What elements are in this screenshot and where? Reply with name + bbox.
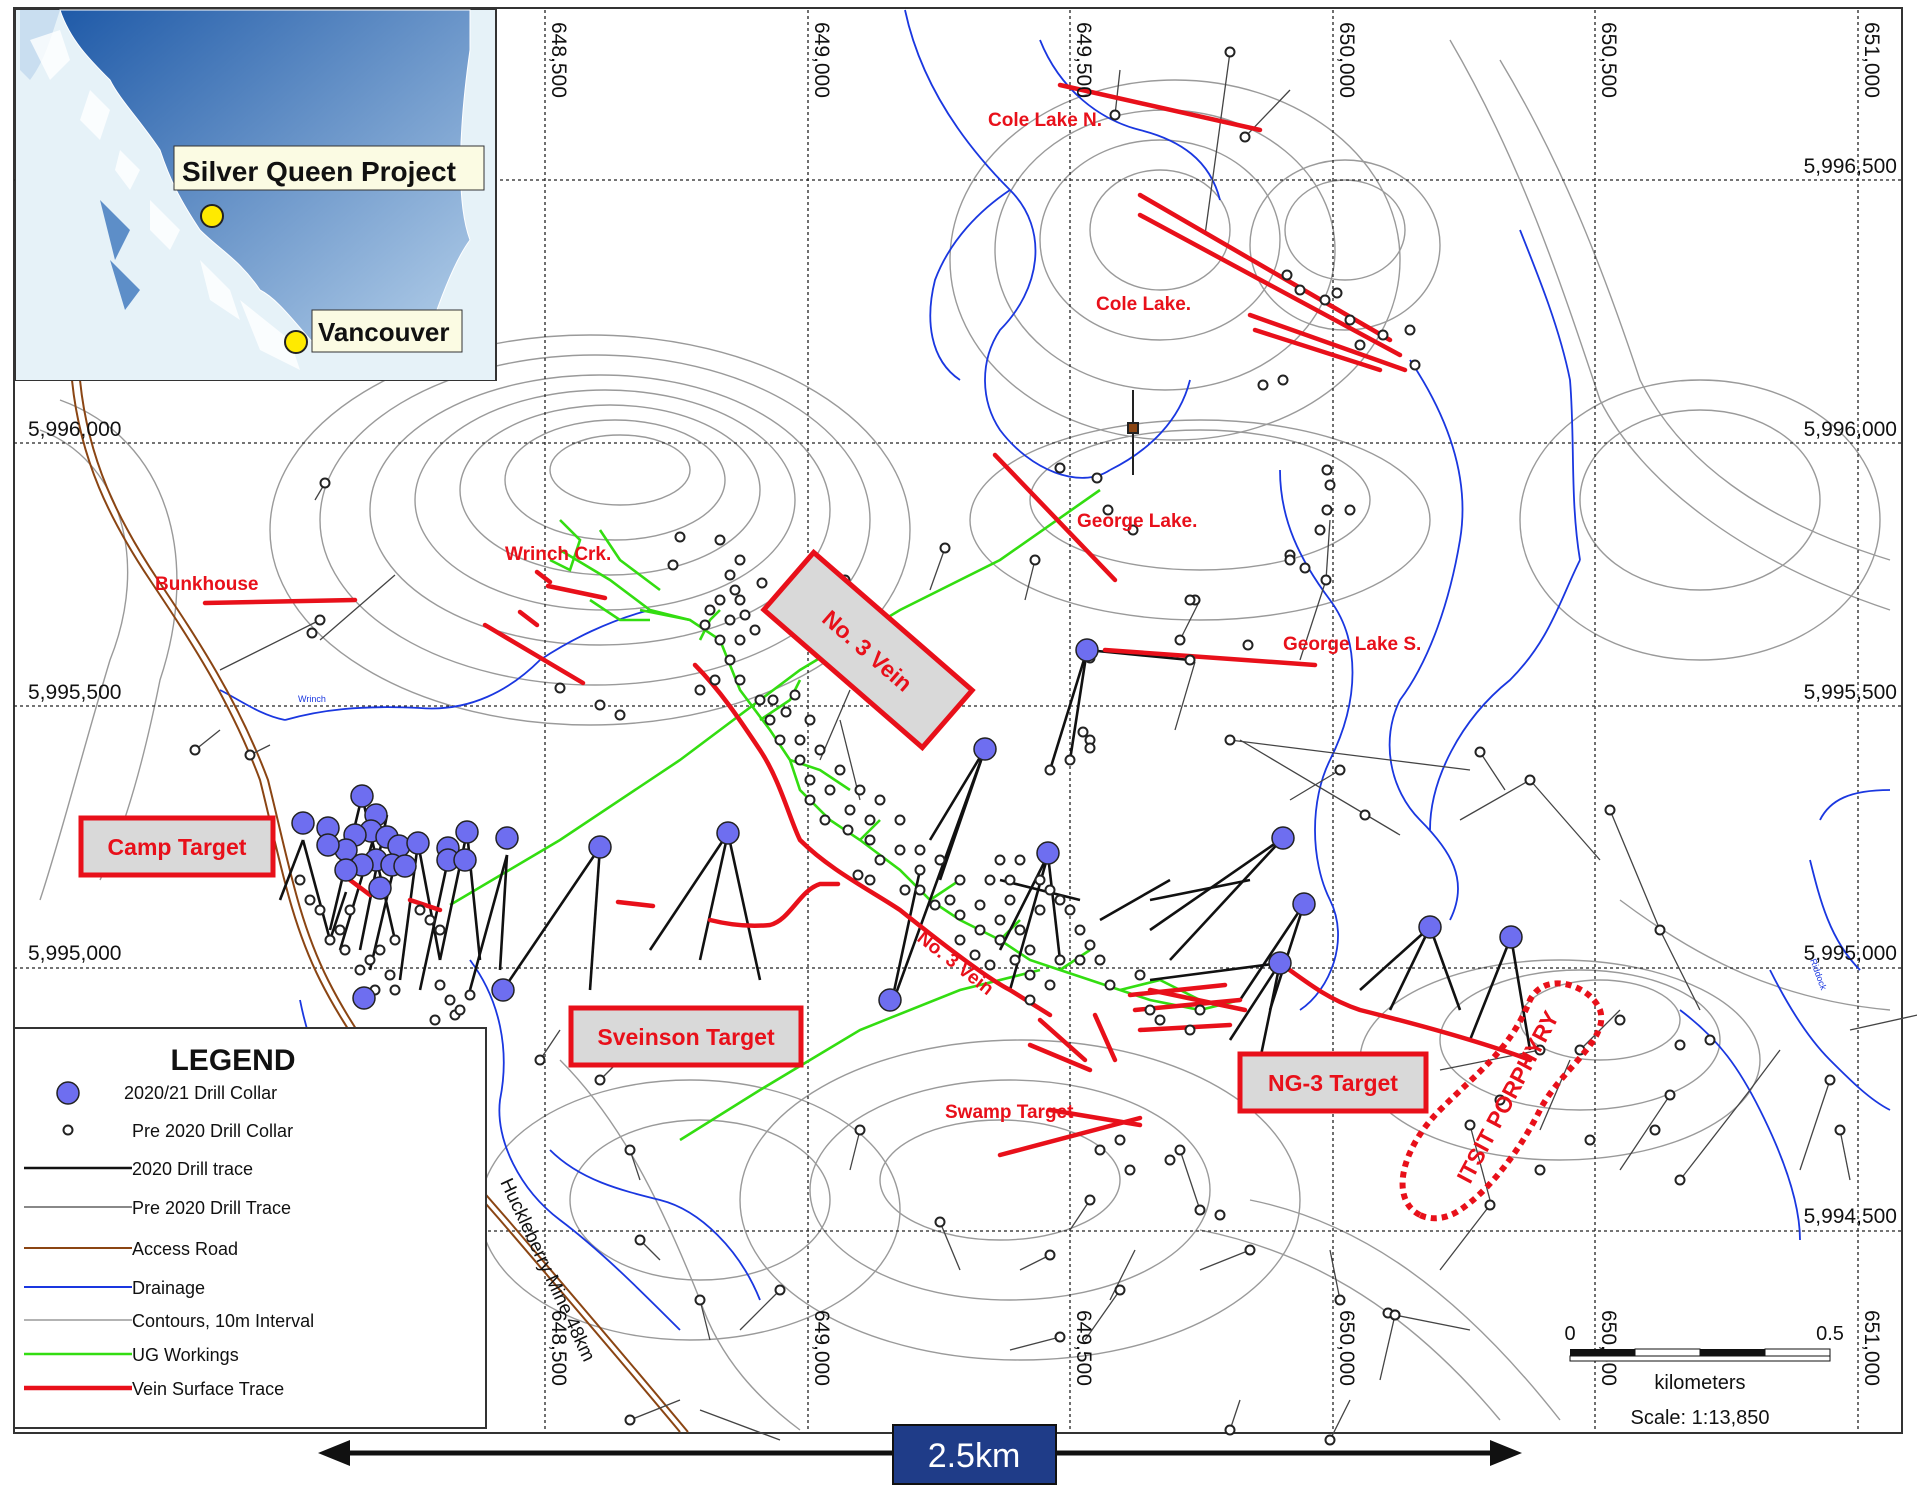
svg-text:651,000: 651,000 bbox=[1860, 1310, 1883, 1386]
svg-text:648,500: 648,500 bbox=[547, 22, 570, 98]
svg-text:Sveinson Target: Sveinson Target bbox=[597, 1024, 775, 1050]
easting-labels-bottom: 648,500 649,000 649,500 650,000 650,500 … bbox=[547, 1310, 1883, 1386]
easting-labels-top: 648,500 649,000 649,500 650,000 650,500 … bbox=[547, 22, 1883, 98]
label-bunkhouse: Bunkhouse bbox=[155, 574, 258, 595]
svg-text:5,996,000: 5,996,000 bbox=[28, 418, 121, 441]
scale-unit: kilometers bbox=[1654, 1372, 1745, 1394]
access-road bbox=[71, 379, 689, 1433]
scale-end: 0.5 bbox=[1816, 1323, 1844, 1345]
distance-indicator: 2.5km bbox=[318, 1424, 1522, 1485]
label-swamp-target: Swamp Target bbox=[945, 1102, 1074, 1123]
svg-text:5,994,500: 5,994,500 bbox=[1804, 1205, 1897, 1228]
vein-surface-traces bbox=[202, 82, 1533, 1158]
svg-text:650,000: 650,000 bbox=[1335, 22, 1358, 98]
svg-text:649,500: 649,500 bbox=[1072, 22, 1095, 98]
legend-item-collar-pre2020: Pre 2020 Drill Collar bbox=[132, 1121, 293, 1141]
target-camp: Camp Target bbox=[78, 815, 276, 878]
scale-start: 0 bbox=[1564, 1323, 1575, 1345]
pre2020-drill-collars bbox=[189, 46, 1846, 1446]
svg-text:5,996,500: 5,996,500 bbox=[1804, 155, 1897, 178]
svg-text:5,995,000: 5,995,000 bbox=[1804, 942, 1897, 965]
grid-lines bbox=[14, 10, 1902, 1432]
label-george-lake: George Lake. bbox=[1077, 511, 1197, 532]
label-george-lake-s: George Lake S. bbox=[1283, 634, 1421, 655]
northing-labels-right: 5,996,500 5,996,000 5,995,500 5,995,000 … bbox=[1804, 155, 1897, 1228]
project-location-marker bbox=[200, 204, 224, 228]
svg-text:5,996,000: 5,996,000 bbox=[1804, 418, 1897, 441]
svg-text:5,995,500: 5,995,500 bbox=[1804, 681, 1897, 704]
ug-workings bbox=[449, 488, 1241, 1142]
target-ng3: NG-3 Target bbox=[1237, 1051, 1429, 1114]
adit-marker bbox=[1127, 390, 1139, 475]
legend-item-contour: Contours, 10m Interval bbox=[132, 1311, 314, 1331]
inset-city-label: Vancouver bbox=[318, 317, 450, 347]
contours bbox=[39, 39, 1891, 1431]
label-creek: Wrinch bbox=[298, 694, 326, 704]
scale-bar: 0 0.5 kilometers Scale: 1:13,850 bbox=[1564, 1323, 1843, 1429]
legend-item-drainage: Drainage bbox=[132, 1278, 205, 1298]
legend-item-trace-2020: 2020 Drill trace bbox=[132, 1159, 253, 1179]
svg-text:NG-3 Target: NG-3 Target bbox=[1268, 1070, 1398, 1096]
svg-text:650,500: 650,500 bbox=[1597, 1310, 1620, 1386]
svg-text:650,500: 650,500 bbox=[1597, 22, 1620, 98]
target-sveinson: Sveinson Target bbox=[568, 1005, 804, 1068]
svg-text:649,500: 649,500 bbox=[1072, 1310, 1095, 1386]
label-cole-lake-n: Cole Lake N. bbox=[988, 110, 1102, 131]
legend-title: LEGEND bbox=[170, 1044, 295, 1077]
svg-text:649,000: 649,000 bbox=[810, 1310, 833, 1386]
drill-collars-2020 bbox=[291, 638, 1523, 1012]
drill-traces-2020 bbox=[278, 648, 1532, 1061]
svg-text:650,000: 650,000 bbox=[1335, 1310, 1358, 1386]
svg-text:Camp Target: Camp Target bbox=[108, 834, 247, 860]
svg-text:648,500: 648,500 bbox=[547, 1310, 570, 1386]
legend-item-trace-pre2020: Pre 2020 Drill Trace bbox=[132, 1198, 291, 1218]
legend-item-workings: UG Workings bbox=[132, 1345, 239, 1365]
svg-text:649,000: 649,000 bbox=[810, 22, 833, 98]
inset-map: Silver Queen Project Vancouver bbox=[15, 9, 497, 381]
svg-text:5,995,500: 5,995,500 bbox=[28, 681, 121, 704]
northing-labels-left: 5,996,000 5,995,500 5,995,000 bbox=[28, 418, 121, 965]
distance-label: 2.5km bbox=[928, 1437, 1021, 1475]
label-wrinch-crk: Wrinch Crk. bbox=[505, 544, 611, 565]
legend: LEGEND 2020/21 Drill Collar Pre 2020 Dri… bbox=[13, 1027, 487, 1429]
vancouver-marker bbox=[284, 330, 308, 354]
label-cole-lake: Cole Lake. bbox=[1096, 294, 1191, 315]
scale-ratio: Scale: 1:13,850 bbox=[1631, 1407, 1770, 1429]
inset-project-label: Silver Queen Project bbox=[182, 156, 456, 187]
legend-item-collar-2020: 2020/21 Drill Collar bbox=[124, 1083, 277, 1103]
legend-item-vein: Vein Surface Trace bbox=[132, 1379, 284, 1399]
svg-text:5,995,000: 5,995,000 bbox=[28, 942, 121, 965]
legend-item-road: Access Road bbox=[132, 1239, 238, 1259]
svg-text:651,000: 651,000 bbox=[1860, 22, 1883, 98]
